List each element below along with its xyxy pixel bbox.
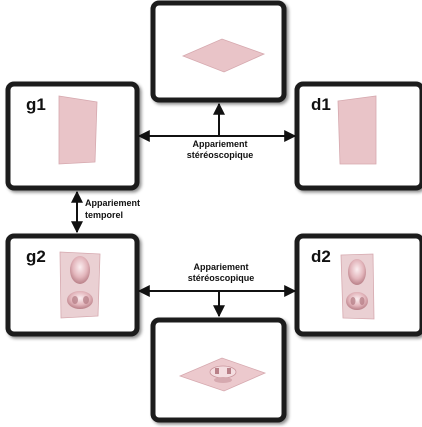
frame-g2-label: g2 bbox=[26, 247, 46, 266]
bottom-reconstruction-frame bbox=[150, 317, 287, 423]
temporal-label-line2: temporel bbox=[85, 210, 123, 220]
top-reconstruction-frame bbox=[150, 0, 287, 103]
bottom-stereo-connector: Appariement stéréoscopique bbox=[137, 262, 297, 318]
temporal-connector: Appariement temporel bbox=[71, 190, 140, 234]
frame-g2: g2 bbox=[5, 233, 140, 337]
frame-d1-label: d1 bbox=[311, 95, 331, 114]
frame-g1: g1 bbox=[5, 81, 140, 191]
flat-surface-d1 bbox=[337, 95, 377, 165]
bottom-stereo-label-line2: stéréoscopique bbox=[188, 273, 255, 283]
frame-d2-label: d2 bbox=[311, 247, 331, 266]
deformed-surface-g2 bbox=[59, 251, 101, 319]
deformed-surface-3d bbox=[178, 357, 267, 392]
deformed-surface-d2 bbox=[340, 253, 375, 320]
top-stereo-label-line2: stéréoscopique bbox=[187, 150, 254, 160]
flat-surface-g1 bbox=[58, 95, 98, 165]
top-stereo-connector: Appariement stéréoscopique bbox=[137, 102, 297, 160]
bottom-stereo-label-line1: Appariement bbox=[193, 262, 248, 272]
top-stereo-label-line1: Appariement bbox=[192, 139, 247, 149]
frame-d1: d1 bbox=[294, 81, 422, 191]
flat-surface-3d bbox=[181, 38, 266, 73]
frame-g1-label: g1 bbox=[26, 95, 46, 114]
frame-d2: d2 bbox=[294, 233, 422, 337]
temporal-label-line1: Appariement bbox=[85, 198, 140, 208]
